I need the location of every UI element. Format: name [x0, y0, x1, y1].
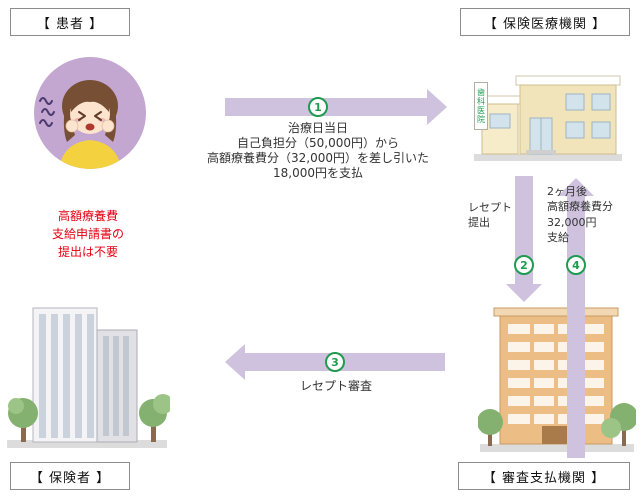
step3-number: 3 — [325, 352, 345, 372]
clinic-sign: 歯科医院 — [474, 82, 488, 130]
arrow4-label-line-4: 支給 — [547, 231, 569, 245]
arrow2-label: レセプト 提出 — [468, 200, 516, 231]
insurer-box: 【 保険者 】 — [10, 462, 130, 490]
note-line-1: 高額療養費 — [57, 209, 118, 223]
examination-payment-box: 【 審査支払機関 】 — [458, 462, 630, 490]
no-application-note: 高額療養費 支給申請書の 提出は不要 — [20, 207, 156, 261]
arrow1-label-line-3: 高額療養費分（32,000円）を差し引いた — [207, 151, 429, 165]
examination-payment-box-label: 【 審査支払機関 】 — [482, 470, 606, 486]
arrow3-label: レセプト審査 — [270, 377, 402, 394]
step1-number: 1 — [308, 97, 328, 117]
arrow3-left-head — [225, 344, 245, 380]
patient-illustration — [34, 57, 146, 169]
clinic-illustration — [474, 75, 622, 161]
patient-box: 【 患者 】 — [10, 8, 130, 36]
arrow3-label-line-1: レセプト審査 — [299, 379, 372, 393]
arrow4-label-line-2: 高額療養費分 — [547, 200, 613, 214]
step4-number: 4 — [566, 255, 586, 275]
insurer-box-label: 【 保険者 】 — [29, 470, 111, 486]
note-line-2: 支給申請書の — [51, 227, 124, 241]
arrow1-label-line-4: 18,000円を支払 — [273, 166, 363, 180]
arrow2-down-head — [506, 284, 542, 302]
note-line-3: 提出は不要 — [57, 245, 118, 259]
medical-institution-box-label: 【 保険医療機関 】 — [483, 16, 607, 32]
arrow3-shaft — [245, 353, 445, 371]
arrow1-label-line-2: 自己負担分（50,000円）から — [237, 136, 399, 150]
arrow2-label-line-2: 提出 — [468, 216, 490, 230]
arrow4-label-line-3: 32,000円 — [547, 215, 597, 229]
arrow4-label-line-1: 2ヶ月後 — [547, 185, 587, 198]
medical-institution-box: 【 保険医療機関 】 — [460, 8, 630, 36]
step2-number: 2 — [514, 255, 534, 275]
arrow4-label: 2ヶ月後 高額療養費分 32,000円 支給 — [547, 184, 619, 246]
insurer-building-illustration — [7, 307, 170, 448]
arrow2-label-line-1: レセプト — [468, 201, 512, 214]
arrow1-label: 治療日当日 自己負担分（50,000円）から 高額療養費分（32,000円）を差… — [168, 121, 468, 181]
examination-building-illustration — [478, 307, 636, 452]
arrow1-right-head — [427, 89, 447, 125]
arrow1-label-line-1: 治療日当日 — [287, 121, 348, 135]
arrow4-up-head — [558, 178, 594, 196]
patient-box-label: 【 患者 】 — [36, 16, 104, 32]
